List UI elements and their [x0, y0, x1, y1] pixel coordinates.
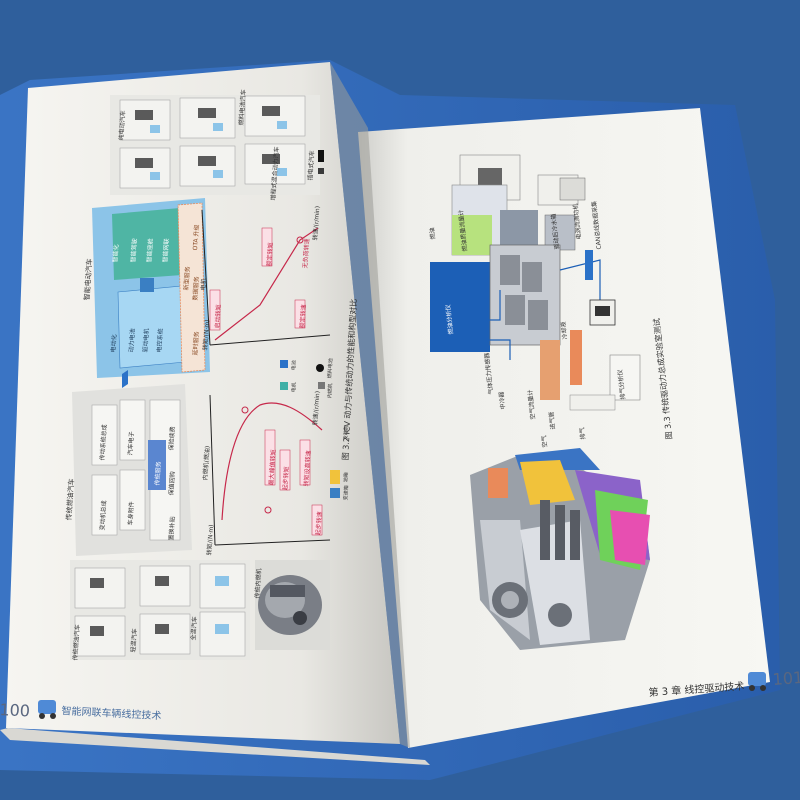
conv-block-electronics: 汽车电子	[125, 431, 136, 456]
bench-label-fuel: 燃油	[427, 227, 437, 240]
bench-label-air: 空气	[539, 435, 549, 448]
ev-block-intelligence: 智能化	[110, 244, 120, 263]
motor-annot-rated-speed: 额定转速	[297, 304, 308, 329]
vehicle-label-full-hybrid: 全混汽车	[188, 616, 199, 641]
motor-annot-rated-torque: 额定转矩	[264, 242, 275, 267]
vehicle-label-mild-hybrid: 轻混汽车	[128, 628, 139, 653]
bench-label-exhaust: 排气	[577, 427, 587, 440]
bench-label-intake: 进气管	[546, 411, 557, 430]
left-page-number: 100	[0, 700, 31, 721]
ice-annot-start-torque: 起步转矩	[280, 466, 291, 491]
conv-block-buyback: 保值回购	[166, 471, 177, 496]
bench-label-intercooler: 中冷器	[496, 391, 507, 410]
ev-block-cockpit: 智能座舱	[144, 238, 155, 263]
ice-legend-tank: 油箱	[342, 472, 350, 482]
ev-block-battery: 动力电池	[126, 328, 137, 353]
motor-legend-battery: 电池	[290, 360, 298, 370]
bench-label-coolant: 冷却液	[558, 321, 569, 340]
ev-block-control: 电控系统	[154, 328, 165, 353]
ice-annot-start-speed: 起步转速	[313, 511, 324, 536]
engine-illustration	[470, 448, 650, 650]
ev-block-ota: OTA 升级	[190, 224, 201, 251]
conv-block-body: 车身附件	[125, 501, 136, 526]
ev-block-connected: 智能网联	[160, 238, 171, 263]
engine-photo-small	[255, 560, 330, 650]
conv-block-insurance: 保险续费	[166, 426, 177, 451]
conv-block-subsidy: 置换补贴	[166, 516, 177, 541]
right-page-number: 101	[772, 668, 800, 689]
ice-legend-engine: 发动机	[342, 425, 350, 440]
motor-legend-ice: 内燃机	[326, 383, 334, 398]
motor-legend-motor: 电机	[290, 382, 298, 392]
vehicle-strip-bottom	[70, 560, 250, 660]
ev-block-motor: 驱动电机	[140, 328, 151, 353]
vehicle-strip-top	[110, 95, 324, 195]
motor-annot-start-torque: 启动转矩	[212, 304, 223, 329]
motor-legend-fuel-cell: 燃料电池	[326, 358, 334, 378]
ev-block-driving: 智能驾驶	[128, 238, 139, 263]
ice-legend-gearbox: 变速箱	[342, 485, 350, 500]
ev-block-extended: 延时服务	[190, 331, 201, 356]
conv-block-service: 传统服务	[152, 461, 163, 486]
motor-graph-title: 电机	[198, 278, 208, 291]
ev-block-electrification: 电动化	[108, 334, 118, 353]
